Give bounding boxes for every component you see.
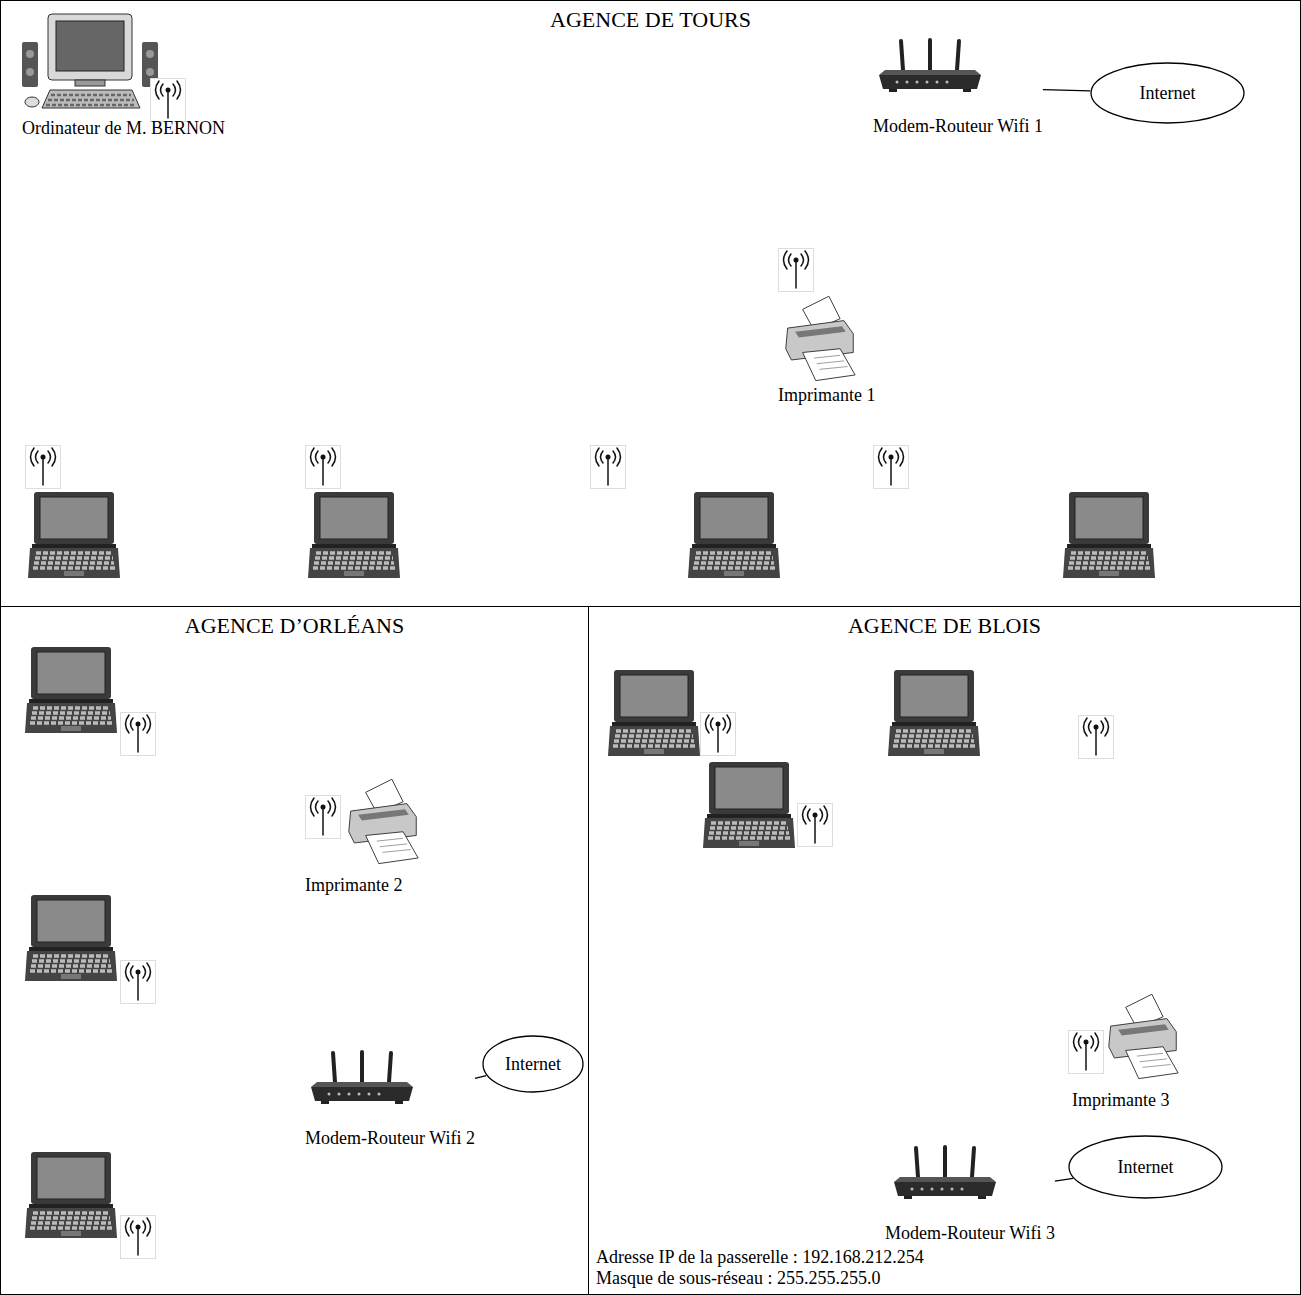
wifi-antenna bbox=[26, 446, 61, 489]
printer-label: Imprimante 1 bbox=[778, 292, 875, 406]
printer-label: Imprimante 2 bbox=[305, 775, 402, 896]
ellipse-outline bbox=[483, 1036, 583, 1092]
desktop-computer bbox=[22, 14, 158, 108]
wifi-antenna bbox=[874, 446, 909, 489]
router-label: Modem-Routeur Wifi 3 bbox=[885, 1145, 1055, 1244]
internet-cloud: Internet bbox=[1068, 1135, 1223, 1199]
router-label: Modem-Routeur Wifi 2 bbox=[305, 1050, 475, 1149]
laptop bbox=[1063, 492, 1155, 578]
wifi-antenna bbox=[306, 796, 341, 839]
laptop bbox=[308, 492, 400, 578]
network-setting: Masque de sous-réseau : 255.255.255.0 bbox=[596, 1268, 880, 1289]
printer bbox=[1109, 994, 1178, 1078]
wifi-antenna bbox=[121, 1216, 156, 1259]
device-name: Internet bbox=[505, 1054, 561, 1075]
laptop bbox=[25, 1152, 117, 1238]
agency-title: AGENCE D’ORLÉANS bbox=[1, 607, 588, 639]
laptop bbox=[608, 670, 700, 756]
printer-label: Imprimante 3 bbox=[1072, 990, 1169, 1111]
device-name: Modem-Routeur Wifi 2 bbox=[305, 1128, 475, 1149]
wifi-antenna bbox=[798, 804, 833, 847]
wifi-antenna bbox=[1079, 716, 1114, 759]
device-name: Ordinateur de M. BERNON bbox=[22, 118, 225, 139]
device-name: Modem-Routeur Wifi 3 bbox=[885, 1223, 1055, 1244]
agency-title: AGENCE DE TOURS bbox=[1, 1, 1300, 33]
wifi-router bbox=[879, 40, 981, 92]
wifi-antenna bbox=[701, 713, 736, 756]
laptop bbox=[25, 647, 117, 733]
wifi-antenna bbox=[1069, 1031, 1104, 1074]
device-name: Imprimante 3 bbox=[1072, 1090, 1169, 1111]
wifi-antenna bbox=[591, 446, 626, 489]
agency-zone: AGENCE D’ORLÉANS Imprimante 2 Modem-Routeu… bbox=[0, 606, 589, 1295]
agency-zone: AGENCE DE TOURS Ordinateur de M. BERNON Mo… bbox=[0, 0, 1301, 607]
wifi-antenna bbox=[779, 249, 814, 292]
device-name: Internet bbox=[1118, 1157, 1174, 1178]
laptop bbox=[688, 492, 780, 578]
internet-cloud: Internet bbox=[482, 1035, 584, 1093]
network-link bbox=[1043, 90, 1090, 91]
wifi-antenna bbox=[151, 79, 186, 122]
ellipse-outline bbox=[1069, 1136, 1222, 1198]
laptop bbox=[28, 492, 120, 578]
agency-title: AGENCE DE BLOIS bbox=[589, 607, 1300, 639]
computer-label: Ordinateur de M. BERNON bbox=[22, 12, 225, 139]
laptop bbox=[703, 762, 795, 848]
device-name: Modem-Routeur Wifi 1 bbox=[873, 116, 1043, 137]
printer bbox=[349, 779, 418, 863]
wifi-antenna bbox=[121, 961, 156, 1004]
agency-zone: AGENCE DE BLOIS Imprimante 3 Modem-Routeur… bbox=[588, 606, 1301, 1295]
device-name: Internet bbox=[1140, 83, 1196, 104]
wifi-router bbox=[311, 1052, 413, 1104]
laptop bbox=[25, 895, 117, 981]
network-link bbox=[475, 1076, 486, 1079]
device-name: Imprimante 1 bbox=[778, 385, 875, 406]
wifi-router bbox=[894, 1147, 996, 1199]
printer bbox=[786, 296, 855, 380]
laptop bbox=[888, 670, 980, 756]
network-setting: Adresse IP de la passerelle : 192.168.21… bbox=[596, 1247, 924, 1268]
internet-cloud: Internet bbox=[1090, 62, 1245, 124]
device-name: Imprimante 2 bbox=[305, 875, 402, 896]
network-link bbox=[1055, 1178, 1073, 1181]
wifi-antenna bbox=[121, 713, 156, 756]
ellipse-outline bbox=[1091, 63, 1244, 123]
router-label: Modem-Routeur Wifi 1 bbox=[873, 38, 1043, 137]
wifi-antenna bbox=[306, 446, 341, 489]
